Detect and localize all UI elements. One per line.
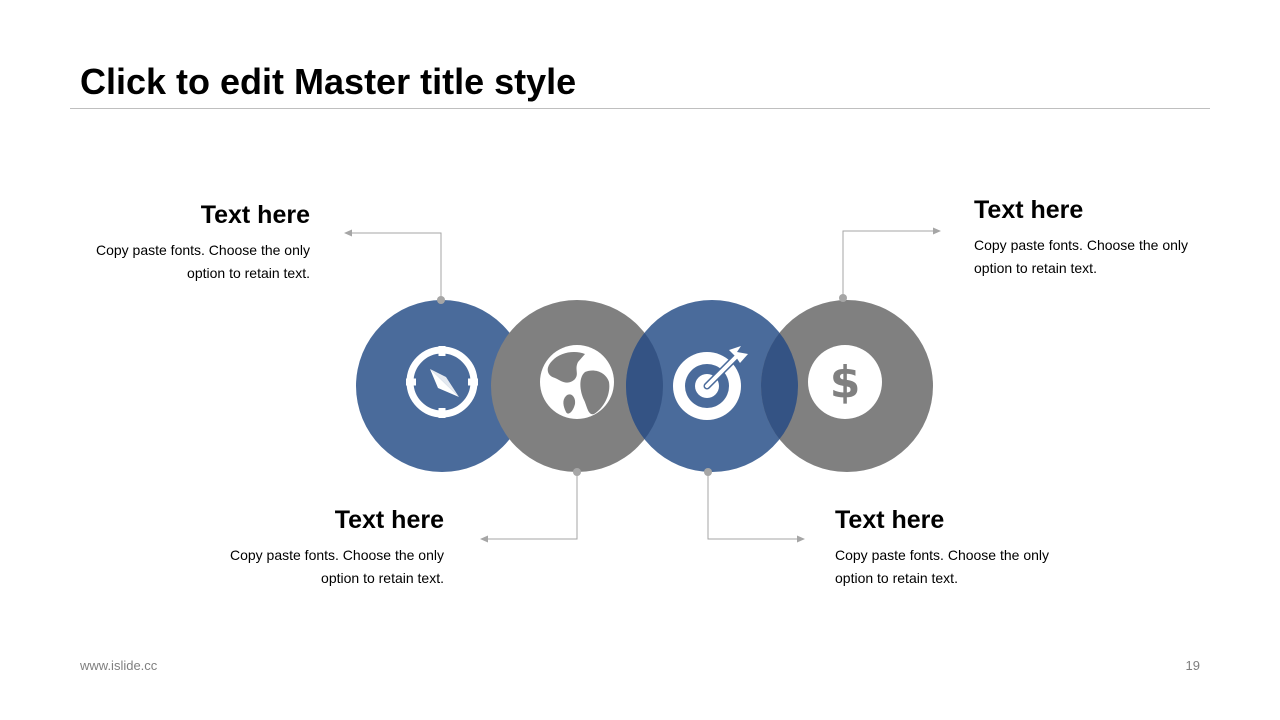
- connector-top-left: [350, 232, 442, 300]
- title-divider: [70, 108, 1210, 109]
- compass-icon: [406, 346, 478, 418]
- svg-text:$: $: [830, 357, 861, 408]
- connector-dot-top-right: [839, 294, 847, 302]
- connector-dot-bottom-right: [704, 468, 712, 476]
- footer-url: www.islide.cc: [80, 658, 158, 673]
- slide-title[interactable]: Click to edit Master title style: [80, 61, 577, 102]
- arrowhead-bottom-right: [797, 535, 805, 543]
- text-block-bottom-left: Text here Copy paste fonts. Choose the o…: [184, 505, 444, 590]
- dollar-icon: $: [808, 345, 882, 419]
- block-body[interactable]: Copy paste fonts. Choose the only option…: [835, 547, 1050, 586]
- text-block-top-right: Text here Copy paste fonts. Choose the o…: [974, 195, 1234, 280]
- block-heading[interactable]: Text here: [974, 196, 1084, 224]
- block-heading[interactable]: Text here: [835, 506, 945, 534]
- block-body[interactable]: Copy paste fonts. Choose the only option…: [974, 237, 1189, 276]
- text-block-top-left: Text here Copy paste fonts. Choose the o…: [50, 200, 310, 285]
- block-body[interactable]: Copy paste fonts. Choose the only option…: [95, 242, 310, 281]
- connector-bottom-left: [487, 472, 578, 540]
- arrowhead-bottom-left: [480, 535, 488, 543]
- connector-top-right: [842, 230, 934, 298]
- globe-icon: [540, 345, 614, 419]
- page-number: 19: [1185, 658, 1200, 673]
- block-heading[interactable]: Text here: [200, 201, 310, 229]
- connector-dot-bottom-left: [573, 468, 581, 476]
- block-body[interactable]: Copy paste fonts. Choose the only option…: [229, 547, 444, 586]
- connector-dot-top-left: [437, 296, 445, 304]
- block-heading[interactable]: Text here: [334, 506, 444, 534]
- text-block-bottom-right: Text here Copy paste fonts. Choose the o…: [835, 505, 1095, 590]
- target-icon: [673, 346, 748, 420]
- connector-bottom-right: [707, 472, 798, 540]
- arrowhead-top-left: [344, 229, 352, 237]
- arrowhead-top-right: [933, 227, 941, 235]
